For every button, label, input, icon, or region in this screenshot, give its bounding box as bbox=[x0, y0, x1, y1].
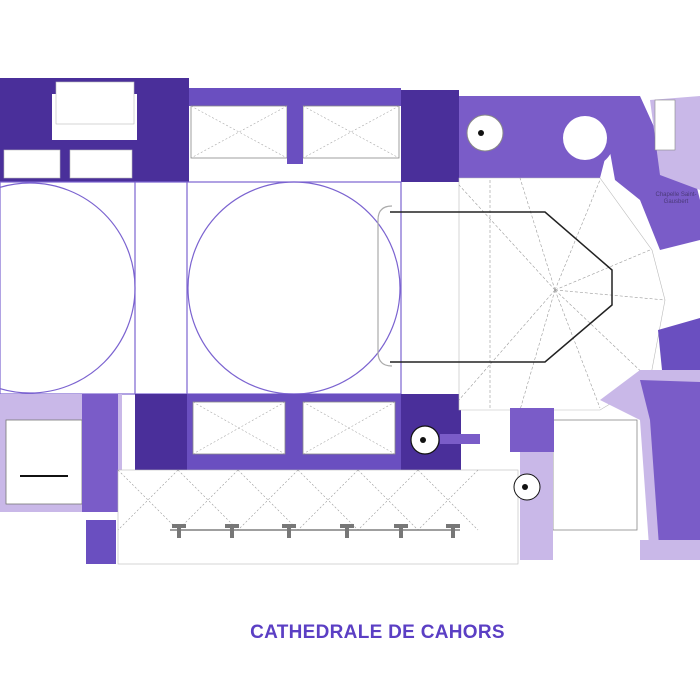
spiral-stair-icon bbox=[410, 114, 541, 501]
choir-enclosure bbox=[390, 211, 613, 363]
north-tribune-bays bbox=[3, 81, 135, 179]
plan-title: CATHEDRALE DE CAHORS bbox=[250, 622, 505, 643]
radiating-chapels bbox=[510, 96, 700, 560]
south-wall bbox=[0, 394, 461, 564]
cloister bbox=[117, 469, 519, 565]
nave-dome-bays bbox=[0, 181, 402, 395]
north-chapels bbox=[190, 105, 400, 164]
choir-apse bbox=[377, 177, 666, 411]
cross-pier-icon bbox=[172, 524, 460, 538]
chapel-label: Chapelle Saint-Gausbert bbox=[655, 192, 697, 205]
